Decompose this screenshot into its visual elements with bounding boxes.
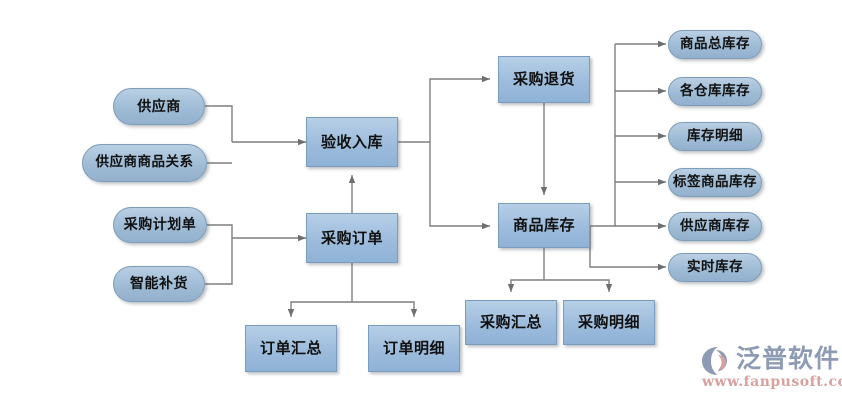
node-inventory-detail[interactable]: 库存明细: [668, 122, 762, 151]
node-purchase-return[interactable]: 采购退货: [498, 56, 590, 103]
node-purchase-summary[interactable]: 采购汇总: [465, 300, 557, 345]
node-label: 实时库存: [687, 258, 743, 275]
node-purchase-detail[interactable]: 采购明细: [563, 300, 655, 345]
node-label: 订单明细: [382, 339, 445, 357]
edge-receive-to-return: [429, 75, 490, 142]
edge-inventory-to-psummary: [507, 279, 544, 292]
node-label: 采购明细: [577, 313, 640, 331]
watermark-brand: 泛普软件: [736, 344, 841, 373]
node-label: 供应商商品关系: [95, 154, 194, 171]
watermark-url: www.fanpusoft.com: [702, 374, 842, 390]
node-purchase-order[interactable]: 采购订单: [306, 213, 398, 263]
node-order-summary[interactable]: 订单汇总: [245, 325, 337, 372]
node-label: 采购退货: [512, 70, 575, 88]
node-order-detail[interactable]: 订单明细: [368, 325, 460, 372]
edge-inventory-to-pdetail: [544, 279, 613, 292]
edge-plan-bus: [207, 224, 233, 238]
watermark-logo: 泛普软件 www.fanpusoft.com: [700, 344, 842, 396]
node-realtime-inventory[interactable]: 实时库存: [668, 253, 762, 282]
node-purchase-plan[interactable]: 采购计划单: [113, 207, 207, 243]
node-total-goods-inventory[interactable]: 商品总库存: [668, 30, 762, 59]
node-label: 库存明细: [687, 127, 743, 144]
node-warehouse-inventory[interactable]: 各仓库库存: [668, 77, 762, 106]
node-label-goods-inventory[interactable]: 标签商品库存: [668, 168, 762, 197]
edge-order-to-detail: [352, 301, 418, 317]
edge-to-realtime-inventory: [589, 226, 666, 271]
edge-order-to-summary: [287, 301, 352, 317]
node-label: 供应商: [137, 98, 181, 115]
node-goods-inventory[interactable]: 商品库存: [498, 203, 590, 248]
edge-inventory-right-bus: [590, 44, 616, 227]
edge-receive-to-inventory: [429, 142, 490, 230]
node-label: 各仓库库存: [680, 82, 750, 99]
node-label: 商品库存: [512, 216, 575, 234]
node-smart-replenish[interactable]: 智能补货: [113, 266, 205, 302]
node-label: 验收入库: [320, 132, 383, 151]
node-label: 采购汇总: [479, 313, 542, 331]
node-label: 智能补货: [130, 276, 188, 292]
edge-replenish-bus: [205, 238, 233, 285]
node-supplier-inventory[interactable]: 供应商库存: [668, 212, 762, 241]
node-label: 标签商品库存: [673, 173, 757, 190]
node-label: 订单汇总: [259, 339, 322, 357]
node-supplier[interactable]: 供应商: [113, 88, 205, 125]
node-label: 商品总库存: [680, 35, 750, 52]
node-label: 采购订单: [320, 228, 383, 247]
node-receive-stock-in[interactable]: 验收入库: [306, 117, 398, 167]
node-label: 采购计划单: [123, 217, 197, 233]
node-supplier-goods-relation[interactable]: 供应商商品关系: [82, 144, 207, 182]
node-label: 供应商库存: [680, 217, 750, 234]
fanpu-logo-icon: [702, 347, 727, 375]
edge-supplier-bus: [205, 105, 233, 142]
